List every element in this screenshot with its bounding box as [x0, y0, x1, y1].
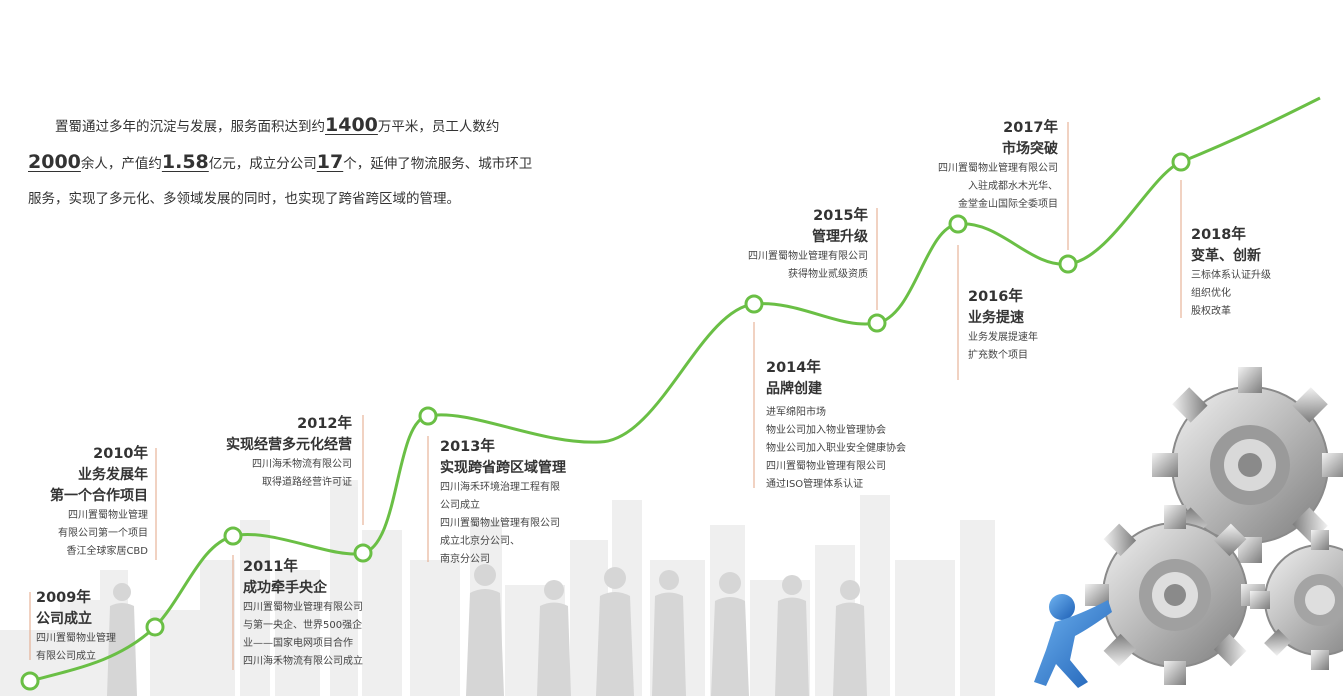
- milestone-title: 业务发展年: [78, 467, 148, 483]
- milestone-year: 2018年: [1191, 227, 1246, 243]
- milestone-detail: 四川置蜀物业管理: [68, 510, 148, 521]
- milestone-title: 实现经营多元化经营: [226, 437, 352, 453]
- milestone-2015: 2015年 管理升级 四川置蜀物业管理有限公司 获得物业贰级资质: [710, 206, 868, 284]
- milestone-2012: 2012年 实现经营多元化经营 四川海禾物流有限公司 取得道路经营许可证: [200, 414, 352, 492]
- milestone-detail: 物业公司加入职业安全健康协会: [766, 443, 906, 454]
- node-2017: [1058, 254, 1078, 274]
- milestone-2014: 2014年 品牌创建 进军绵阳市场 物业公司加入物业管理协会 物业公司加入职业安…: [766, 358, 906, 494]
- milestone-detail: 与第一央企、世界500强企: [243, 620, 363, 631]
- milestone-year: 2012年: [297, 416, 352, 432]
- milestone-detail: 公司成立: [440, 500, 480, 511]
- milestone-detail: 进军绵阳市场: [766, 407, 826, 418]
- milestone-detail: 取得道路经营许可证: [262, 477, 352, 488]
- intro-text-2: 万平米，员工人数约: [377, 119, 500, 135]
- milestone-year: 2016年: [968, 289, 1023, 305]
- milestone-detail: 入驻成都水木光华、: [968, 181, 1058, 192]
- milestone-title: 市场突破: [1002, 141, 1058, 157]
- milestone-detail: 获得物业贰级资质: [788, 269, 868, 280]
- milestone-year: 2009年: [36, 590, 91, 606]
- milestone-detail: 物业公司加入物业管理协会: [766, 425, 886, 436]
- milestone-title: 公司成立: [36, 611, 92, 627]
- milestone-detail: 通过ISO管理体系认证: [766, 479, 864, 490]
- milestone-detail: 四川置蜀物业管理有限公司: [766, 461, 886, 472]
- milestone-detail: 业——国家电网项目合作: [243, 638, 353, 649]
- milestone-2009: 2009年 公司成立 四川置蜀物业管理 有限公司成立: [36, 588, 116, 666]
- milestone-detail: 四川置蜀物业管理有限公司: [938, 163, 1058, 174]
- node-2015: [867, 313, 887, 333]
- milestone-title: 成功牵手央企: [243, 580, 327, 596]
- milestone-detail: 四川海禾物流有限公司: [252, 459, 352, 470]
- milestone-detail: 业务发展提速年: [968, 332, 1038, 343]
- stat-staff: 2000: [28, 151, 81, 173]
- milestone-title: 变革、创新: [1191, 248, 1261, 264]
- intro-text-4: 亿元，成立分公司: [208, 156, 317, 172]
- milestone-detail: 四川置蜀物业管理有限公司: [440, 518, 560, 529]
- node-2009: [20, 671, 40, 691]
- milestone-2011: 2011年 成功牵手央企 四川置蜀物业管理有限公司 与第一央企、世界500强企 …: [243, 557, 363, 671]
- milestone-detail: 股权改革: [1191, 306, 1231, 317]
- node-2012: [353, 543, 373, 563]
- stat-value: 1.58: [161, 151, 209, 173]
- node-2018: [1171, 152, 1191, 172]
- milestone-title: 第一个合作项目: [50, 488, 148, 504]
- milestone-title: 品牌创建: [766, 381, 822, 397]
- milestone-detail: 金堂金山国际全委项目: [958, 199, 1058, 210]
- milestone-title: 业务提速: [968, 310, 1024, 326]
- intro-paragraph: 置蜀通过多年的沉淀与发展，服务面积达到约1400万平米，员工人数约 2000余人，…: [28, 108, 538, 217]
- milestone-year: 2011年: [243, 559, 298, 575]
- stat-area: 1400: [325, 114, 378, 136]
- gears-with-figure-illustration: [1034, 367, 1343, 688]
- milestone-2010: 2010年 业务发展年 第一个合作项目 四川置蜀物业管理 有限公司第一个项目 香…: [28, 444, 148, 561]
- stat-branches: 17: [316, 151, 344, 173]
- milestone-detail: 组织优化: [1191, 288, 1231, 299]
- milestone-detail: 四川置蜀物业管理: [36, 633, 116, 644]
- milestone-2017: 2017年 市场突破 四川置蜀物业管理有限公司 入驻成都水木光华、 金堂金山国际…: [900, 118, 1058, 214]
- node-2014: [744, 294, 764, 314]
- milestone-detail: 四川海禾环境治理工程有限: [440, 482, 560, 493]
- milestone-detail: 有限公司第一个项目: [58, 528, 148, 539]
- node-2011: [223, 526, 243, 546]
- milestone-2013: 2013年 实现跨省跨区域管理 四川海禾环境治理工程有限 公司成立 四川置蜀物业…: [440, 437, 566, 569]
- milestone-detail: 四川置蜀物业管理有限公司: [748, 251, 868, 262]
- milestone-year: 2015年: [813, 208, 868, 224]
- milestone-year: 2010年: [93, 446, 148, 462]
- business-people-silhouette: [107, 564, 867, 696]
- intro-text-3: 余人，产值约: [80, 156, 162, 172]
- milestone-title: 实现跨省跨区域管理: [440, 460, 566, 476]
- milestone-detail: 南京分公司: [440, 554, 490, 565]
- node-2010: [145, 617, 165, 637]
- milestone-2018: 2018年 变革、创新 三标体系认证升级 组织优化 股权改革: [1191, 225, 1271, 321]
- milestone-title: 管理升级: [812, 229, 868, 245]
- milestone-detail: 四川置蜀物业管理有限公司: [243, 602, 363, 613]
- leader-lines: [29, 122, 1182, 670]
- milestone-year: 2014年: [766, 360, 821, 376]
- timeline-nodes: [20, 152, 1191, 691]
- milestone-detail: 四川海禾物流有限公司成立: [243, 656, 363, 667]
- milestone-detail: 成立北京分公司、: [440, 536, 520, 547]
- milestone-2016: 2016年 业务提速 业务发展提速年 扩充数个项目: [968, 287, 1038, 365]
- milestone-year: 2017年: [1003, 120, 1058, 136]
- intro-text-5: 个，延伸了物流服务、城市环卫服务，实现了多元化、多领域发展的同时，也实现了跨省跨…: [28, 156, 533, 207]
- milestone-detail: 扩充数个项目: [968, 350, 1028, 361]
- milestone-detail: 有限公司成立: [36, 651, 96, 662]
- milestone-detail: 三标体系认证升级: [1191, 270, 1271, 281]
- milestone-detail: 香江全球家居CBD: [66, 546, 148, 557]
- node-2013: [418, 406, 438, 426]
- intro-text-1: 置蜀通过多年的沉淀与发展，服务面积达到约: [55, 119, 325, 135]
- milestone-year: 2013年: [440, 439, 495, 455]
- node-2016: [948, 214, 968, 234]
